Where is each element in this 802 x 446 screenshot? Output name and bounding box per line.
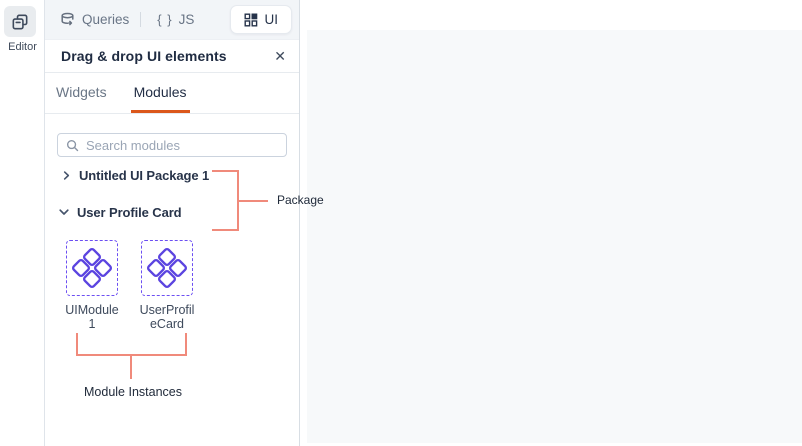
tree-item-user-profile-card[interactable]: User Profile Card (58, 203, 182, 221)
panel-tab-bar: Widgets Modules (45, 73, 299, 114)
module-card-uimodule1[interactable] (66, 240, 118, 296)
search-box[interactable] (57, 133, 287, 157)
ui-explorer-panel: Queries { } JS UI Dr (45, 0, 300, 446)
sidebar-item-editor[interactable] (4, 6, 36, 37)
editor-segment-bar: Queries { } JS UI (45, 0, 299, 40)
editor-canvas[interactable] (300, 0, 802, 446)
chevron-down-icon[interactable] (58, 206, 70, 218)
tab-widgets[interactable]: Widgets (56, 83, 107, 100)
sidebar-item-editor-label: Editor (8, 41, 37, 53)
tree-item-ui-package[interactable]: Untitled UI Package 1 (60, 166, 209, 184)
database-query-icon (60, 12, 76, 28)
module-diamonds-icon (145, 246, 189, 290)
segment-ui-active[interactable]: UI (229, 5, 292, 34)
search-icon (66, 139, 79, 151)
panel-header: Drag & drop UI elements ✕ (45, 40, 299, 73)
canvas-surface[interactable] (307, 30, 802, 443)
segment-js-label: JS (178, 12, 195, 27)
left-sidebar: Editor (0, 0, 45, 446)
segment-js[interactable]: { } JS (157, 12, 194, 27)
panel-title: Drag & drop UI elements (61, 48, 227, 64)
tree-item-label: User Profile Card (77, 204, 182, 220)
layout-grid-icon (244, 13, 258, 27)
search-input[interactable] (86, 137, 286, 153)
segment-queries-label: Queries (82, 12, 130, 27)
module-diamonds-icon (70, 246, 114, 290)
module-card-userprofilecard[interactable] (141, 240, 193, 296)
pages-icon (10, 12, 30, 32)
chevron-right-icon[interactable] (60, 170, 72, 181)
braces-icon: { } (157, 12, 173, 27)
segment-ui-label: UI (264, 12, 279, 27)
tab-modules[interactable]: Modules (130, 73, 190, 113)
segment-queries[interactable]: Queries (60, 12, 129, 28)
tree-item-label: Untitled UI Package 1 (79, 167, 210, 183)
segment-divider (140, 12, 142, 27)
close-icon[interactable]: ✕ (274, 48, 286, 64)
